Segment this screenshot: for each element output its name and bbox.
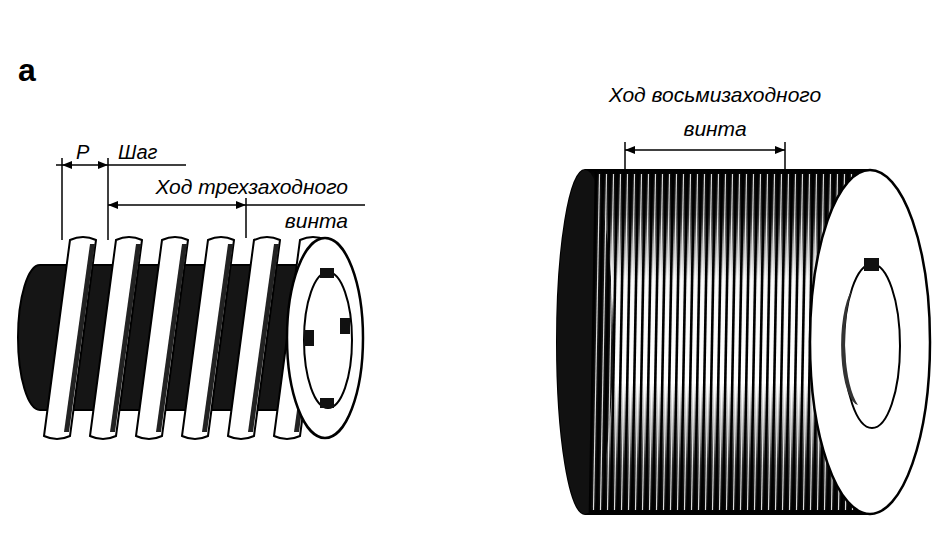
thread-highlight: [741, 174, 747, 510]
thread-shadow: [248, 244, 279, 432]
thread-highlight: [790, 174, 796, 510]
thread-highlight: [622, 174, 628, 510]
thread-highlight: [664, 174, 670, 510]
thread-shadow: [64, 244, 95, 432]
thread-line: [618, 172, 624, 512]
thread-line: [793, 172, 799, 512]
thread-line: [590, 172, 596, 512]
thread-line: [695, 172, 701, 512]
thread-highlight: [657, 174, 663, 510]
thread-highlight: [706, 174, 712, 510]
thread-line: [751, 172, 757, 512]
thread-highlight: [734, 174, 740, 510]
thread-line: [653, 172, 659, 512]
thread-crest: [44, 237, 96, 439]
lead-label: Ход восьмизаходного винта: [590, 78, 840, 146]
thread-line: [709, 172, 715, 512]
dimension-lines: [56, 158, 365, 240]
thread-line: [688, 172, 694, 512]
thread-highlight: [783, 174, 789, 510]
thread-highlight: [720, 174, 726, 510]
thread-line: [744, 172, 750, 512]
thread-highlight: [804, 174, 810, 510]
pitch-label: Шаг: [118, 140, 157, 164]
thread-highlight: [678, 174, 684, 510]
thread-line: [667, 172, 673, 512]
thread-crest: [228, 237, 280, 439]
thread-highlight: [685, 174, 691, 510]
thread-highlight: [762, 174, 768, 510]
thread-highlight: [776, 174, 782, 510]
lead-label: Ход трехзаходного винта: [116, 170, 348, 238]
thread-line: [681, 172, 687, 512]
thread-highlight: [601, 174, 607, 510]
dimension-lines: [625, 142, 785, 170]
thread-line: [625, 172, 631, 512]
thread-highlight: [769, 174, 775, 510]
thread-line: [597, 172, 603, 512]
thread-line: [716, 172, 722, 512]
thread-highlight: [713, 174, 719, 510]
thread-line: [632, 172, 638, 512]
thread-highlight: [629, 174, 635, 510]
thread-line: [646, 172, 652, 512]
thread-line: [779, 172, 785, 512]
thread-shadow: [156, 244, 187, 432]
thread-line: [674, 172, 680, 512]
thread-line: [639, 172, 645, 512]
thread-highlight: [608, 174, 614, 510]
thread-crest: [182, 237, 234, 439]
thread-shadow: [110, 244, 141, 432]
thread-line: [723, 172, 729, 512]
thread-highlight: [643, 174, 649, 510]
arrowheads: [625, 146, 785, 154]
thread-highlight: [797, 174, 803, 510]
thread-line: [611, 172, 617, 512]
pitch-symbol: P: [76, 140, 89, 164]
thread-crest: [136, 237, 188, 439]
thread-highlight: [615, 174, 621, 510]
thread-highlight: [636, 174, 642, 510]
thread-line: [765, 172, 771, 512]
thread-shadow: [202, 244, 233, 432]
thread-line: [758, 172, 764, 512]
thread-line: [786, 172, 792, 512]
figure-letter: а: [18, 52, 36, 88]
thread-line: [730, 172, 736, 512]
thread-crest: [90, 237, 142, 439]
thread-highlight: [650, 174, 656, 510]
thread-line: [702, 172, 708, 512]
thread-highlight: [692, 174, 698, 510]
thread-highlight: [748, 174, 754, 510]
thread-line: [800, 172, 806, 512]
thread-line: [737, 172, 743, 512]
thread-highlight: [671, 174, 677, 510]
thread-highlight: [755, 174, 761, 510]
thread-highlight: [727, 174, 733, 510]
eight-start-screw: [557, 170, 930, 514]
thread-line: [604, 172, 610, 512]
thread-line: [772, 172, 778, 512]
thread-highlight: [594, 174, 600, 510]
three-start-screw: [18, 237, 363, 439]
thread-highlight: [699, 174, 705, 510]
thread-line: [660, 172, 666, 512]
